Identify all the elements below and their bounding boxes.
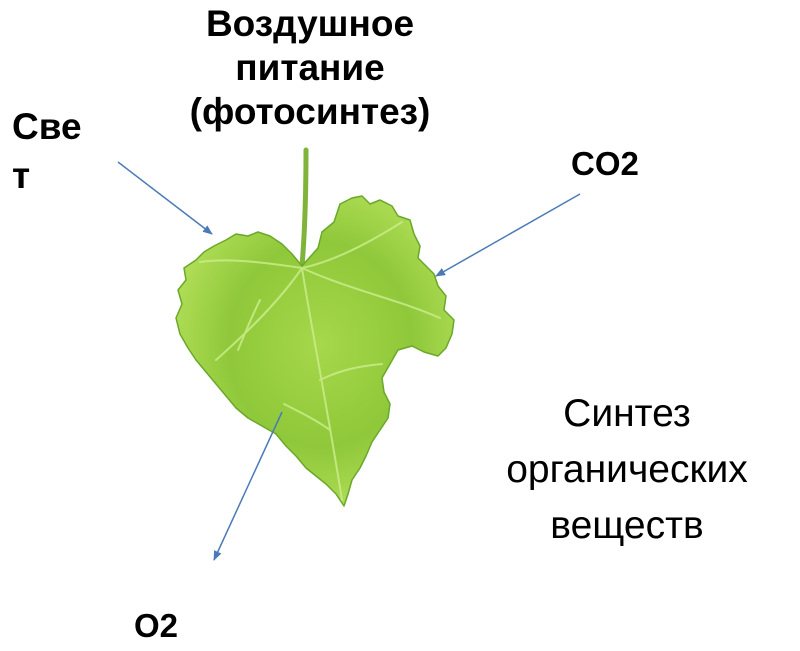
leaf-stem [299, 147, 309, 269]
co2-arrow [435, 193, 581, 277]
diagram-title: Воздушное питание (фотосинтез) [150, 2, 470, 134]
light-label-line-2: т [12, 155, 31, 196]
title-line-3: (фотосинтез) [189, 91, 431, 132]
leaf-veins [199, 221, 441, 501]
synthesis-line-3: веществ [550, 504, 704, 547]
o2-label: O2 [134, 607, 179, 644]
synthesis-label: Синтез органических веществ [456, 386, 798, 554]
o2-arrow [213, 411, 283, 561]
light-label: Све т [12, 102, 112, 200]
co2-label: CO2 [571, 145, 639, 182]
leaf-blade [175, 195, 455, 507]
synthesis-line-2: органических [506, 448, 748, 491]
title-line-2: питание [235, 47, 385, 88]
light-arrow [117, 161, 213, 235]
synthesis-line-1: Синтез [563, 392, 691, 435]
light-label-line-1: Све [12, 106, 82, 147]
title-line-1: Воздушное [205, 3, 415, 44]
grape-leaf-icon [175, 147, 455, 507]
